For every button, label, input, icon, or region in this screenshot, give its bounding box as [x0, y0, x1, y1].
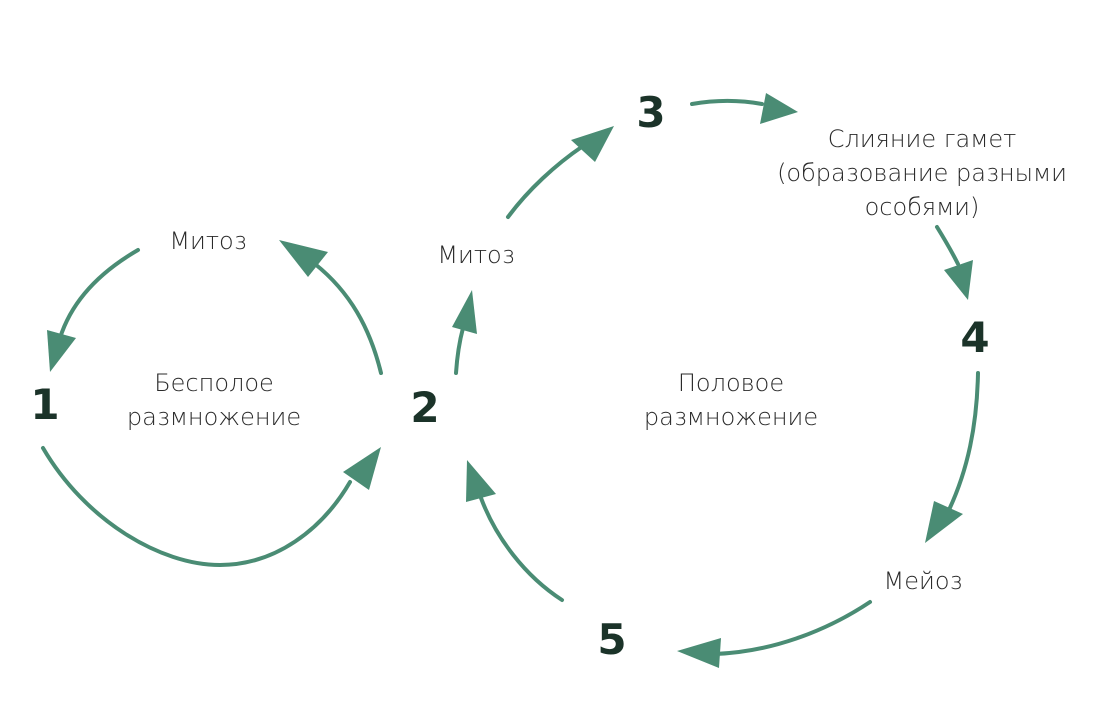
arrow-fusion-to-4 [935, 225, 973, 300]
label-mitosis-sexual: Митоз [437, 238, 514, 272]
arrow-2-to-mitosis [279, 240, 383, 375]
arrow-5-to-2 [466, 460, 564, 602]
label-mitosis-asexual: Митоз [169, 224, 246, 258]
arrow-meiosis-to-5 [677, 600, 872, 668]
arrow-4-to-meiosis-head [925, 501, 963, 543]
node-5: 5 [597, 615, 627, 664]
arrow-3-to-fusion [690, 93, 798, 124]
label-fusion-line2: (образование разными [777, 159, 1067, 187]
label-asexual-line1: Бесполое [154, 369, 274, 397]
label-mitosis-sexual-text: Митоз [437, 241, 515, 269]
label-fusion-line3: особями) [864, 193, 980, 221]
arrow-fusion-to-4-line [935, 225, 960, 266]
label-fusion-line1: Слияние гамет [827, 125, 1017, 153]
arrow-2-to-mitosis-right-head [452, 290, 477, 334]
arrow-5-to-2-head [466, 460, 496, 502]
arrow-5-to-2-line [479, 496, 564, 602]
arrow-fusion-to-4-head [944, 260, 973, 300]
label-gamete-fusion: Слияние гамет (образование разными особя… [777, 122, 1067, 224]
arrow-meiosis-to-5-line [713, 600, 872, 656]
arrow-3-to-fusion-line [690, 99, 764, 106]
label-asexual-line2: размножение [126, 403, 302, 431]
label-asexual-reproduction: Бесполое размножение [127, 366, 301, 434]
arrow-1-to-2-line [41, 446, 352, 568]
arrow-2-to-mitosis-right [452, 290, 477, 375]
node-1: 1 [30, 380, 60, 429]
arrow-4-to-meiosis [925, 371, 980, 543]
arrow-1-to-2-head [343, 447, 381, 490]
label-meiosis-text: Мейоз [883, 567, 963, 595]
arrow-4-to-meiosis-line [946, 371, 980, 514]
node-4: 4 [960, 313, 990, 362]
label-sexual-line2: размножение [643, 403, 819, 431]
arrow-2-to-mitosis-line [313, 262, 383, 375]
arrow-2-to-mitosis-right-line [454, 326, 465, 375]
label-meiosis: Мейоз [884, 564, 963, 598]
node-2: 2 [410, 383, 440, 432]
label-mitosis-asexual-text: Митоз [169, 227, 247, 255]
arrow-mitosis-to-1-head [47, 330, 76, 372]
arrow-1-to-2 [41, 446, 381, 568]
label-sexual-reproduction: Половое размножение [644, 366, 818, 434]
label-sexual-line1: Половое [677, 369, 785, 397]
arrow-mitosis-to-1-line [58, 248, 140, 340]
arrow-mitosis-to-3-line [506, 144, 585, 219]
arrow-mitosis-to-3-head [571, 126, 614, 162]
arrow-mitosis-to-3 [506, 126, 614, 219]
arrow-2-to-mitosis-head [279, 240, 328, 277]
arrow-3-to-fusion-head [760, 93, 798, 124]
arrow-meiosis-to-5-head [677, 638, 721, 668]
arrow-mitosis-to-1 [47, 248, 140, 372]
node-3: 3 [636, 88, 666, 137]
